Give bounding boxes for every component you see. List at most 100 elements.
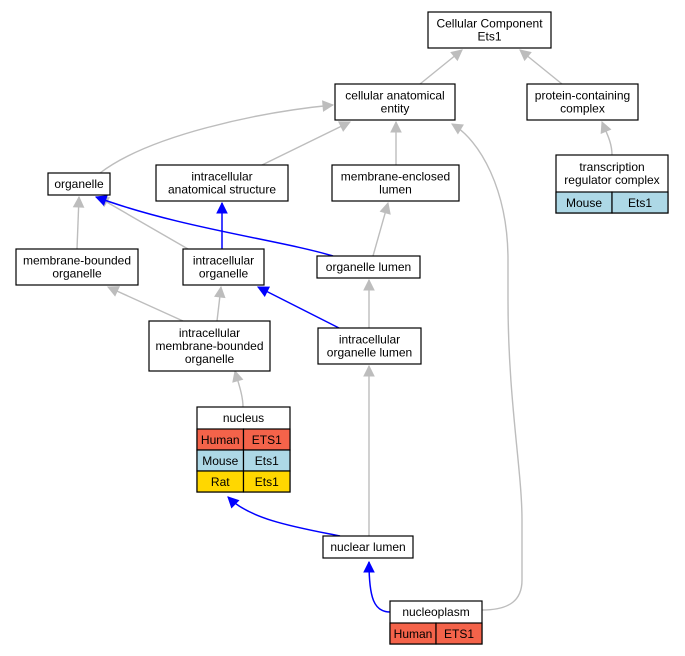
node-box: [322, 535, 414, 559]
node-label-line: nucleoplasm: [402, 605, 469, 619]
node-label-line: intracellular: [193, 254, 254, 268]
node-organelle-lumen[interactable]: organelle lumen: [316, 255, 421, 279]
species-label: Mouse: [202, 454, 238, 468]
species-label: Rat: [211, 475, 230, 489]
gene-cell: [435, 622, 483, 645]
node-box: [427, 11, 552, 49]
arrowhead: [363, 560, 375, 573]
arrowhead: [256, 286, 271, 297]
node-label-line: organelle lumen: [327, 346, 412, 360]
node-label-line: complex: [560, 102, 605, 116]
edge-intracellular-organelle-lumen-to-intracellular-organelle: [256, 286, 340, 329]
edge-transcription-regulator-complex-to-protein-containing-complex: [600, 120, 613, 156]
arrowhead: [72, 195, 85, 208]
arrowhead: [232, 369, 244, 383]
edges-layer: [72, 49, 613, 613]
arrowhead: [600, 120, 612, 134]
arrowhead: [450, 49, 463, 62]
arrowhead: [363, 278, 375, 291]
node-label-line: organelle lumen: [326, 260, 411, 274]
arrowhead: [322, 100, 335, 112]
node-box: [182, 248, 265, 286]
arrowhead: [379, 201, 391, 215]
edge-nuclear-lumen-to-nucleus: [227, 496, 341, 537]
node-label-line: organelle: [199, 267, 249, 281]
arrowhead: [106, 286, 120, 297]
node-box: [331, 164, 460, 202]
node-box: [155, 164, 289, 202]
node-label-line: intracellular: [191, 170, 252, 184]
arrowhead: [363, 364, 375, 377]
node-box: [317, 327, 422, 365]
species-label: Human: [201, 433, 240, 447]
edge-organelle-to-cellular-anatomical-entity: [99, 100, 335, 174]
node-label-line: entity: [381, 102, 410, 116]
gene-label: ETS1: [444, 627, 474, 641]
arrowhead: [390, 120, 402, 133]
arrowhead: [227, 496, 240, 509]
node-box: [47, 172, 111, 196]
node-box: [15, 248, 139, 286]
species-label: Mouse: [566, 196, 602, 210]
node-label-line: regulator complex: [564, 173, 659, 187]
node-nuclear-lumen[interactable]: nuclear lumen: [322, 535, 414, 559]
arrowhead: [94, 195, 108, 207]
arrowhead: [337, 121, 352, 132]
node-label-line: organelle: [185, 352, 235, 366]
node-label-line: intracellular: [179, 326, 240, 340]
node-label-line: membrane-enclosed: [341, 170, 450, 184]
node-label-line: Ets1: [477, 30, 501, 44]
node-label-line: cellular anatomical: [345, 89, 444, 103]
node-label-line: lumen: [379, 183, 412, 197]
edge-membrane-bounded-organelle-to-organelle: [72, 195, 85, 250]
annotation-row-human: Human ETS1: [196, 428, 291, 451]
node-label-line: transcription: [579, 160, 644, 174]
edge-organelle-lumen-to-organelle: [94, 195, 334, 257]
edge-protein-containing-complex-to-cellular-component: [519, 49, 563, 85]
node-label-line: membrane-bounded: [23, 254, 131, 268]
edge-membrane-enclosed-lumen-to-cellular-anatomical-entity: [390, 120, 402, 165]
edge-nucleoplasm-to-nuclear-lumen: [363, 560, 391, 613]
edge-intracellular-membrane-bounded-organelle-to-membrane-bounded-organelle: [106, 286, 184, 322]
node-organelle[interactable]: organelle: [47, 172, 111, 196]
edge-intracellular-anatomical-structure-to-cellular-anatomical-entity: [261, 121, 352, 166]
gene-label: ETS1: [252, 433, 282, 447]
arrowhead: [451, 123, 464, 135]
node-label-line: anatomical structure: [168, 183, 276, 197]
node-box: [148, 320, 271, 372]
node-label-line: nuclear lumen: [330, 540, 405, 554]
arrowhead: [214, 285, 226, 299]
edge-nucleus-to-intracellular-membrane-bounded-organelle: [232, 369, 244, 408]
node-label-line: organelle: [52, 267, 102, 281]
species-label: Human: [394, 627, 433, 641]
arrowhead: [216, 201, 228, 214]
gene-cell: [242, 470, 291, 493]
node-label-line: nucleus: [223, 411, 264, 425]
edge-intracellular-organelle-to-organelle: [97, 196, 189, 250]
arrowhead: [519, 49, 532, 62]
node-box: [526, 83, 639, 121]
gene-cell: [611, 191, 669, 214]
edge-nuclear-lumen-to-intracellular-organelle-lumen: [363, 364, 375, 536]
node-box: [316, 255, 421, 279]
node-label-line: intracellular: [339, 333, 400, 347]
annotation-row-human: Human ETS1: [389, 622, 483, 645]
edge-nucleoplasm-to-cellular-anatomical-entity: [451, 123, 523, 611]
